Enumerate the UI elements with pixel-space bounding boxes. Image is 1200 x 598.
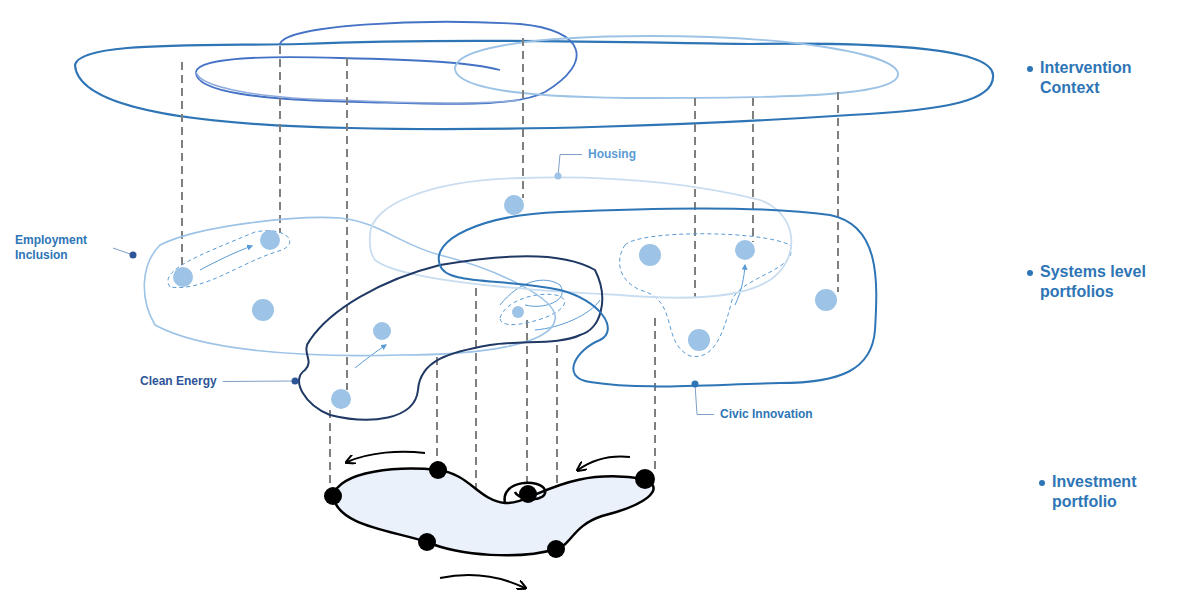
leader-line — [558, 155, 582, 177]
projection-lines — [182, 38, 838, 540]
portfolio-label: Civic Innovation — [720, 407, 813, 422]
leader-line — [695, 384, 714, 415]
portfolio-label: Housing — [588, 147, 636, 162]
label-anchor: Clean Energy — [140, 374, 217, 389]
portfolio-region: Clean Energy — [130, 245, 670, 430]
label-anchor: Employment Inclusion — [15, 233, 107, 263]
portfolio-region: Civic Innovation — [430, 200, 885, 430]
label-anchor: Investment portfolio — [1052, 472, 1177, 512]
level-label: Intervention Context — [1040, 58, 1165, 98]
region-outline-path — [370, 177, 792, 297]
region-outline — [360, 140, 800, 310]
initiative-dots — [173, 195, 837, 409]
portfolio-region: Housing — [360, 140, 800, 310]
region-outline-path — [439, 208, 877, 386]
label-anchor: Civic Innovation — [720, 407, 813, 422]
sub-loops — [168, 231, 791, 357]
label-anchor: Systems level portfolios — [1040, 262, 1165, 302]
level-label: Systems level portfolios — [1040, 262, 1165, 302]
leader-dot — [292, 378, 299, 385]
region-outline — [130, 245, 670, 430]
label-anchor: Intervention Context — [1040, 58, 1165, 98]
leader-line — [223, 381, 295, 383]
level-label: Investment portfolio — [1052, 472, 1177, 512]
context-blob — [75, 22, 993, 129]
region-outline-path — [299, 256, 602, 419]
investment-blob — [324, 452, 655, 588]
leader-dot — [692, 381, 699, 388]
portfolio-label: Employment Inclusion — [15, 233, 107, 263]
region-outline — [430, 200, 885, 430]
leader-dot — [555, 173, 562, 180]
portfolio-label: Clean Energy — [140, 374, 217, 389]
label-anchor: Housing — [588, 147, 636, 162]
leader-dot — [130, 252, 137, 259]
